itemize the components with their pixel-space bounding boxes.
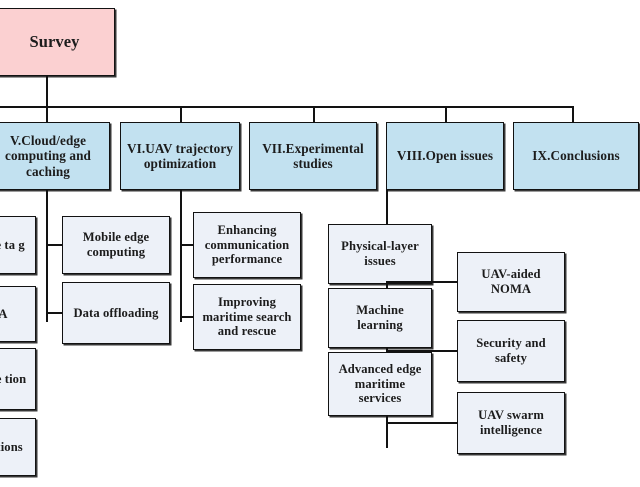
connector-section-stem-3 xyxy=(445,106,448,124)
node-leaf-physical-layer-issues-label: Physical-layer issues xyxy=(341,239,419,268)
node-root[interactable]: Survey xyxy=(0,8,115,76)
node-section-conclusions[interactable]: IX.Conclusions xyxy=(513,122,639,190)
connector-section-stem-2 xyxy=(313,106,316,124)
connector-root-stem xyxy=(46,76,49,108)
connector-cloud-edge-branch-1 xyxy=(46,312,62,315)
connector-section-stem-0 xyxy=(46,106,49,124)
node-leaf-enhancing-communication[interactable]: Enhancing communication performance xyxy=(193,212,301,278)
connector-uav-trajectory-branch-0 xyxy=(180,244,195,247)
node-leaf-left-1-label: tive ta g xyxy=(0,237,25,252)
connector-open-issues-right-branch-0 xyxy=(386,281,458,284)
node-leaf-improving-search-rescue[interactable]: Improving maritime search and rescue xyxy=(193,284,301,350)
node-section-cloud-edge[interactable]: V.Cloud/edge computing and caching xyxy=(0,122,110,190)
node-leaf-machine-learning[interactable]: Machine learning xyxy=(328,288,432,348)
connector-open-issues-right-branch-2 xyxy=(386,422,458,425)
node-leaf-machine-learning-label: Machine learning xyxy=(356,303,404,332)
node-section-experimental-label: VII.Experimental studies xyxy=(262,140,364,171)
node-leaf-advanced-edge-maritime[interactable]: Advanced edge maritime services xyxy=(328,352,432,416)
connector-main-bus xyxy=(0,106,574,109)
node-leaf-left-4[interactable]: ly tions xyxy=(0,418,36,476)
node-leaf-mobile-edge-computing-label: Mobile edge computing xyxy=(82,230,150,259)
connector-section-stem-4 xyxy=(572,106,575,124)
node-section-conclusions-label: IX.Conclusions xyxy=(532,148,620,164)
node-leaf-security-and-safety-label: Security and safety xyxy=(476,336,546,365)
node-leaf-uav-swarm-intelligence-label: UAV swarm intelligence xyxy=(478,408,544,437)
node-leaf-advanced-edge-maritime-label: Advanced edge maritime services xyxy=(338,362,422,406)
node-leaf-left-4-label: ly tions xyxy=(0,439,23,454)
node-leaf-security-and-safety[interactable]: Security and safety xyxy=(457,320,565,382)
node-leaf-left-2[interactable]: A xyxy=(0,286,36,342)
connector-section-stem-1 xyxy=(180,106,183,124)
node-leaf-improving-search-rescue-label: Improving maritime search and rescue xyxy=(202,295,292,339)
connector-cloud-edge-branch-0 xyxy=(46,244,62,247)
node-root-label: Survey xyxy=(29,32,80,52)
node-leaf-left-2-label: A xyxy=(0,306,8,321)
node-leaf-uav-aided-noma-label: UAV-aided NOMA xyxy=(481,267,541,296)
node-section-cloud-edge-label: V.Cloud/edge computing and caching xyxy=(5,133,91,179)
node-leaf-physical-layer-issues[interactable]: Physical-layer issues xyxy=(328,224,432,284)
connector-uav-trajectory-spine xyxy=(180,190,183,322)
connector-cloud-edge-spine xyxy=(46,190,49,322)
node-section-experimental[interactable]: VII.Experimental studies xyxy=(249,122,377,190)
node-leaf-enhancing-communication-label: Enhancing communication performance xyxy=(204,223,290,267)
node-leaf-left-1[interactable]: tive ta g xyxy=(0,216,36,274)
node-section-uav-trajectory[interactable]: VI.UAV trajectory optimization xyxy=(120,122,240,190)
connector-open-issues-right-branch-1 xyxy=(386,350,458,353)
node-section-open-issues[interactable]: VIII.Open issues xyxy=(386,122,504,190)
node-section-open-issues-label: VIII.Open issues xyxy=(396,148,494,164)
node-leaf-uav-swarm-intelligence[interactable]: UAV swarm intelligence xyxy=(457,392,565,454)
node-leaf-left-3-label: rk e tion xyxy=(0,371,27,386)
node-leaf-left-3[interactable]: rk e tion xyxy=(0,348,36,410)
connector-uav-trajectory-branch-1 xyxy=(180,316,195,319)
node-leaf-uav-aided-noma[interactable]: UAV-aided NOMA xyxy=(457,252,565,312)
node-section-uav-trajectory-label: VI.UAV trajectory optimization xyxy=(127,140,233,171)
node-leaf-mobile-edge-computing[interactable]: Mobile edge computing xyxy=(62,216,170,274)
node-leaf-data-offloading[interactable]: Data offloading xyxy=(62,282,170,344)
node-leaf-data-offloading-label: Data offloading xyxy=(73,305,159,320)
